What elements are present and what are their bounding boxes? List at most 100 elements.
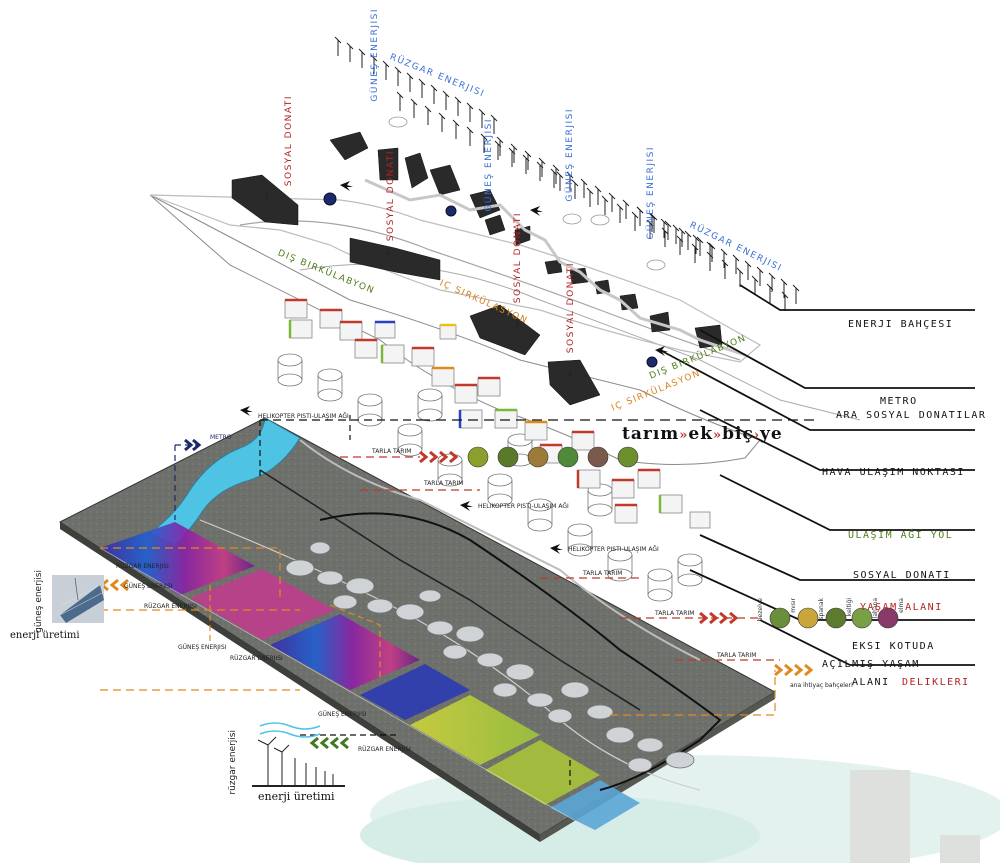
turbine-blade xyxy=(732,254,740,262)
legend-yasam-alani: YAŞAM ALANI xyxy=(860,602,943,613)
turbine-blade xyxy=(636,206,644,214)
dashed-connectors xyxy=(100,415,820,785)
turbine-blade xyxy=(720,248,728,256)
turbine-blade xyxy=(792,284,800,292)
turbine-blade xyxy=(552,164,560,172)
turbine-blade xyxy=(648,212,656,220)
legend-ulasim-agi: ULAŞIM AĞI YOL xyxy=(848,530,954,541)
legend-leader-lines xyxy=(659,284,975,666)
turbine-blade xyxy=(566,171,574,179)
top-walkway xyxy=(364,178,746,357)
label-gunes-s3: GÜNEŞ ENERJISI xyxy=(318,711,367,718)
housing-units xyxy=(284,298,711,529)
turbine-blade xyxy=(684,230,692,238)
crop-label: keltiği xyxy=(846,598,853,617)
turbine-blade xyxy=(692,234,700,242)
turbine-blade xyxy=(781,291,789,299)
turbine-blade xyxy=(454,96,462,104)
turbine-blade xyxy=(616,203,624,211)
crop-label: ispanak xyxy=(818,598,825,622)
crop-label: mısır xyxy=(790,598,797,613)
label-tarla-4: TARLA TARIM xyxy=(655,610,695,617)
label-helikopter-2: HELIKOPTER PISTI-ULAŞIM AĞI xyxy=(478,503,569,510)
legend-delikleri: DELIKLERI xyxy=(902,677,970,688)
turbine-blade xyxy=(691,243,699,251)
wind-energy-photo xyxy=(252,722,345,787)
turbine-blade xyxy=(510,143,518,151)
tarim-word-3: biç xyxy=(722,424,754,444)
turbine-blade xyxy=(466,102,474,110)
stilt-towers xyxy=(277,353,703,602)
tarim-word-4: ye xyxy=(760,424,783,444)
label-metro-tag: METRO xyxy=(210,434,232,441)
tarim-heading: tarım»ek»biç›ye xyxy=(622,424,783,444)
turbine-blade xyxy=(370,54,378,62)
turbine-blade xyxy=(394,66,402,74)
label-tarla-1: TARLA TARIM xyxy=(372,448,412,455)
turbine-blade xyxy=(430,84,438,92)
label-gunes-s2: GÜNEŞ ENERJISI xyxy=(178,644,227,651)
solar-caption: enerji üretimi xyxy=(10,630,80,641)
wind-caption-vertical: rüzgar enerjisi xyxy=(228,730,238,795)
turbine-blade xyxy=(442,90,450,98)
label-ruzgar-s2: RÜZGAR ENERJISI xyxy=(144,603,197,610)
turbine-blade xyxy=(571,179,579,187)
turbine-blade xyxy=(631,211,639,219)
turbine-blade xyxy=(334,36,342,44)
turbine-blade xyxy=(650,213,658,221)
legend-ara-sosyal: ARA SOSYAL DONATILAR xyxy=(836,410,987,421)
turbine-blade xyxy=(622,199,630,207)
top-layer-plane xyxy=(149,194,762,363)
label-gunes-s1: GÜNEŞ ENERJISI xyxy=(124,583,173,590)
legend-eksi-kotuda: EKSI KOTUDA xyxy=(852,641,935,652)
turbine-blade xyxy=(676,235,684,243)
number-3: 3 xyxy=(514,320,520,329)
turbine-blade xyxy=(736,267,744,275)
legend-hava-ulasim: HAVA ULAŞIM NOKTASI xyxy=(822,467,965,478)
label-gunes-4: GÜNEŞ ENERJISI xyxy=(646,146,656,240)
legend-alani: ALANI xyxy=(852,677,890,688)
turbine-blade xyxy=(678,227,686,235)
turbine-blade xyxy=(478,108,486,116)
turbine-blade xyxy=(608,192,616,200)
ground-courts xyxy=(285,541,695,773)
turbine-blade xyxy=(396,91,404,99)
turbine-blade xyxy=(661,227,669,235)
number-2: 2 xyxy=(385,247,391,256)
solar-energy-photo xyxy=(52,575,105,623)
turbine-blade xyxy=(594,185,602,193)
tarim-arrow-2: » xyxy=(713,428,723,443)
social-buildings xyxy=(231,131,723,406)
turbine-blade xyxy=(744,260,752,268)
turbine-blade xyxy=(406,72,414,80)
turbine-blade xyxy=(452,119,460,127)
turbine-blade xyxy=(480,133,488,141)
label-gunes-1: GÜNEŞ ENERJISI xyxy=(370,8,380,102)
label-helikopter-1: HELIKOPTER PISTI-ULAŞIM AĞI xyxy=(258,413,349,420)
turbine-blade xyxy=(424,105,432,113)
label-ruzgar-s1: RÜZGAR ENERJISI xyxy=(116,563,169,570)
label-gunes-2: GÜNEŞ ENERJISI xyxy=(484,118,494,212)
turbine-blade xyxy=(410,98,418,106)
label-ruzgar-s3: RÜZGAR ENERJISI xyxy=(230,655,283,662)
turbine-blade xyxy=(496,136,504,144)
turbine-blade xyxy=(490,114,498,122)
turbine-blade xyxy=(538,157,546,165)
legend-sosyal-donati: SOSYAL DONATI xyxy=(853,570,951,581)
wind-turbines xyxy=(334,36,800,311)
label-ana-ihtiyac: ana ihtiyaç bahçeleri xyxy=(790,682,853,689)
turbine-blade xyxy=(751,275,759,283)
label-sosyal-1: SOSYAL DONATI xyxy=(284,95,294,187)
wind-caption: enerji üretimi xyxy=(258,790,335,803)
energy-strips xyxy=(99,522,640,836)
tarim-word-2: ek xyxy=(688,424,714,444)
legend-enerji-bahcesi: ENERJI BAHÇESI xyxy=(848,319,954,330)
label-tarla-3: TARLA TARIM xyxy=(583,570,623,577)
turbine-blade xyxy=(708,242,716,250)
turbine-blade xyxy=(721,259,729,267)
turbine-blade xyxy=(601,195,609,203)
label-sosyal-3: SOSYAL DONATI xyxy=(513,212,523,304)
crop-thumbnails xyxy=(467,446,899,629)
turbine-blade xyxy=(556,171,564,179)
